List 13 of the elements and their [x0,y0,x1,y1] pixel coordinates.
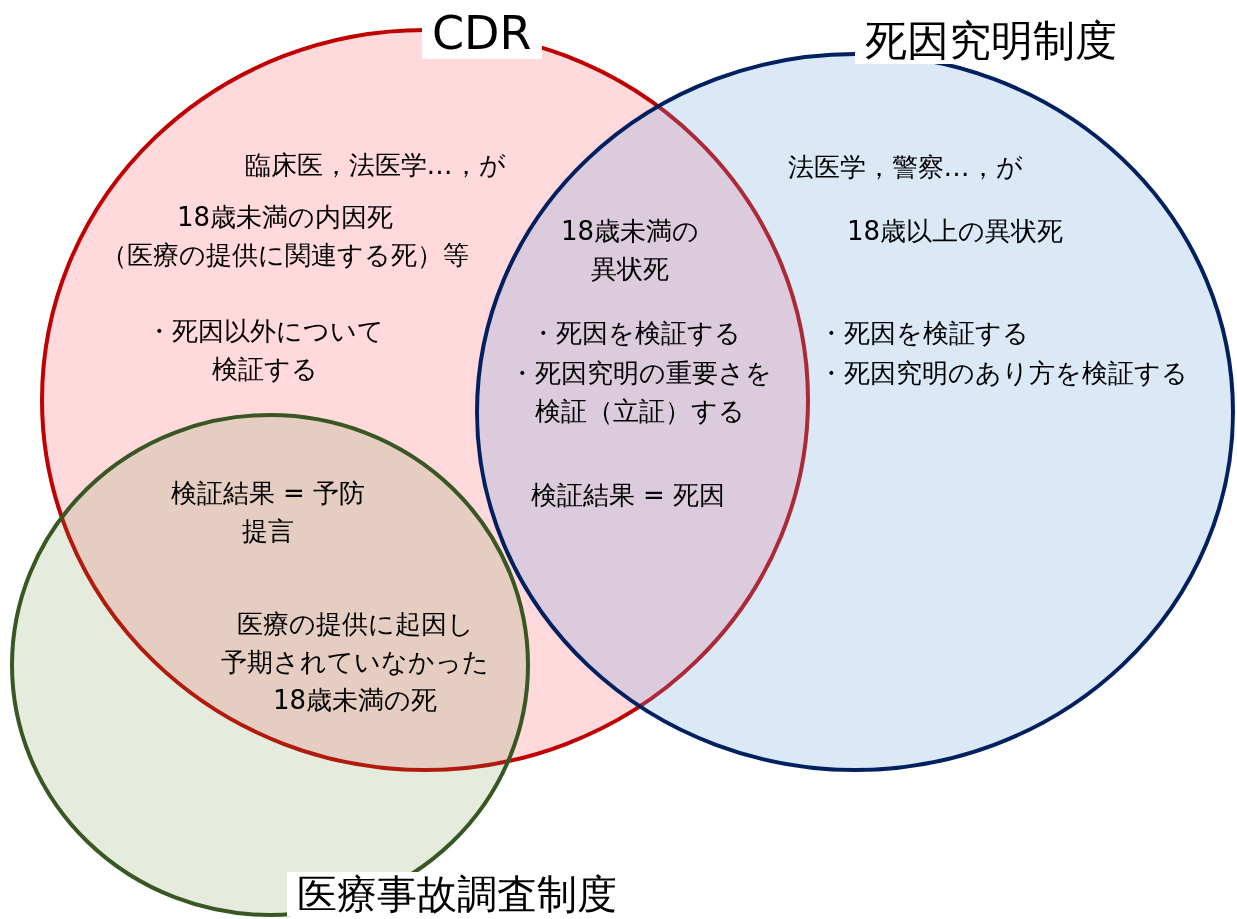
region-text: ・死因以外について検証する [146,315,384,386]
region-text: 18歳未満の内因死（医療の提供に関連する死）等 [101,201,469,272]
region-text: 検証結果 = 死因 [530,479,726,512]
region-text: 法医学，警察…，が [787,151,1023,184]
region-text: ・死因究明の重要さを検証（立証）する [508,357,772,428]
region-text: 18歳以上の異状死 [846,215,1064,248]
region-text: ・死因究明のあり方を検証する [818,357,1188,390]
region-text: ・死因を検証する [529,317,741,350]
region-text: ・死因を検証する [818,317,1029,350]
region-text: 検証結果 = 予防提言 [170,477,366,548]
region-text: 18歳未満の異状死 [560,215,700,286]
region-text: 臨床医，法医学…，が [244,149,506,182]
region-text: 医療の提供に起因し予期されていなかった18歳未満の死 [221,608,489,717]
